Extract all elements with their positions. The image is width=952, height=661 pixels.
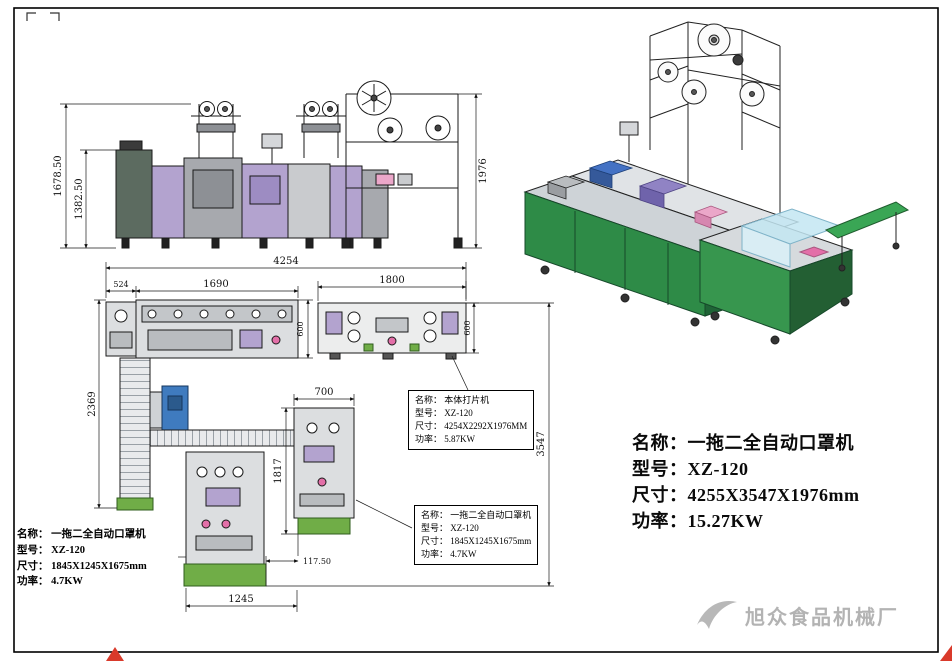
- dim-plan-conveyor-length: 2369: [87, 391, 98, 416]
- dim-plan-seg-mid: 1690: [203, 279, 228, 290]
- plan-mask-unit-b: [293, 407, 355, 535]
- front-view-dimensions: [60, 93, 482, 249]
- front-material-rolls: [356, 80, 451, 143]
- iso-output-conveyor: [824, 201, 910, 272]
- dim-plan-machine-depth: 600: [296, 321, 305, 336]
- front-elevation-view: [115, 80, 463, 249]
- front-control-screen: [261, 133, 283, 164]
- annotation-line-model: 型号： XZ-120: [421, 523, 479, 534]
- plan-horizontal-conveyor: [149, 429, 297, 447]
- dim-plan-sub-width: 1800: [379, 275, 404, 286]
- red-corner-artifact-right: [940, 645, 952, 661]
- main-spec-power: 功率：15.27KW: [632, 511, 764, 532]
- iso-control-screen: [619, 121, 639, 162]
- dim-plan-total-depth: 3547: [536, 431, 547, 456]
- plan-view-dimensions: [94, 262, 554, 612]
- annotation-line-power: 功率： 4.7KW: [17, 576, 83, 588]
- annotation-line-size: 尺寸： 4254X2292X1976MM: [415, 421, 528, 432]
- annotation-line-power: 功率： 5.87KW: [415, 434, 475, 445]
- annotation-line-power: 功率： 4.7KW: [421, 549, 477, 560]
- dim-plan-offset: 117.50: [303, 557, 331, 566]
- annotation-line-size: 尺寸： 1845X1245X1675mm: [17, 560, 147, 572]
- annotation-box-mask-machine-mid: 名称： 一拖二全自动口罩机 型号： XZ-120 尺寸： 1845X1245X1…: [414, 505, 539, 566]
- dim-plan-unit-b-width: 700: [314, 387, 333, 398]
- annotation-box-punch-machine: 名称： 本体打片机 型号： XZ-120 尺寸： 4254X2292X1976M…: [408, 390, 535, 451]
- iso-spool-tower: [649, 21, 781, 228]
- plan-view: [105, 299, 467, 587]
- iso-casters: [540, 265, 850, 345]
- annotation-line-model: 型号： XZ-120: [415, 408, 473, 419]
- plan-vertical-conveyor: [119, 357, 151, 507]
- red-corner-artifact-left: [106, 647, 124, 661]
- isometric-view: [523, 21, 910, 345]
- leader-line-punch-box: [451, 355, 469, 391]
- iso-right-unit: [698, 208, 854, 335]
- factory-logo-icon: [697, 600, 737, 629]
- dim-front-body-height: 1382.50: [74, 178, 85, 219]
- iso-deck-modules: [546, 160, 729, 229]
- front-spool-mast-1: [191, 101, 241, 158]
- watermark-text: 旭众食品机械厂: [745, 606, 899, 629]
- dim-plan-seg-left: 524: [113, 280, 128, 289]
- front-spool-mast-2: [296, 101, 346, 158]
- main-spec-size: 尺寸：4255X3547X1976mm: [632, 485, 860, 506]
- annotation-block-mask-machine-left: 名称： 一拖二全自动口罩机 型号： XZ-120 尺寸： 1845X1245X1…: [17, 527, 147, 590]
- dim-front-right-height: 1976: [478, 158, 489, 183]
- annotation-line-size: 尺寸： 1845X1245X1675mm: [421, 536, 532, 547]
- main-spec-model: 型号：XZ-120: [632, 459, 749, 480]
- watermark: 旭众食品机械厂: [694, 594, 899, 636]
- sheet-border: [13, 7, 939, 653]
- main-spec-block: 名称：一拖二全自动口罩机 型号：XZ-120 尺寸：4255X3547X1976…: [632, 430, 860, 534]
- leader-line-mid-box: [355, 499, 413, 529]
- dim-plan-total-width: 4254: [273, 256, 298, 267]
- dim-plan-unit-b-length: 1817: [273, 458, 284, 483]
- plan-mask-unit-a: [183, 451, 267, 587]
- annotation-line-model: 型号： XZ-120: [17, 544, 85, 556]
- dim-plan-unit-a-width: 1245: [228, 594, 253, 605]
- plan-sub-view: [317, 302, 467, 360]
- annotation-line-name: 名称： 本体打片机: [415, 395, 490, 405]
- dim-front-total-height: 1678.50: [53, 155, 64, 196]
- main-spec-name: 名称：一拖二全自动口罩机: [632, 433, 854, 453]
- annotation-line-name: 名称： 一拖二全自动口罩机: [421, 510, 532, 520]
- corner-registration-marks: [26, 12, 60, 21]
- annotation-line-name: 名称： 一拖二全自动口罩机: [17, 529, 146, 540]
- front-module-purple-1: [151, 165, 185, 239]
- front-cabinet-left: [115, 149, 153, 239]
- dim-plan-sub-depth: 600: [463, 320, 472, 335]
